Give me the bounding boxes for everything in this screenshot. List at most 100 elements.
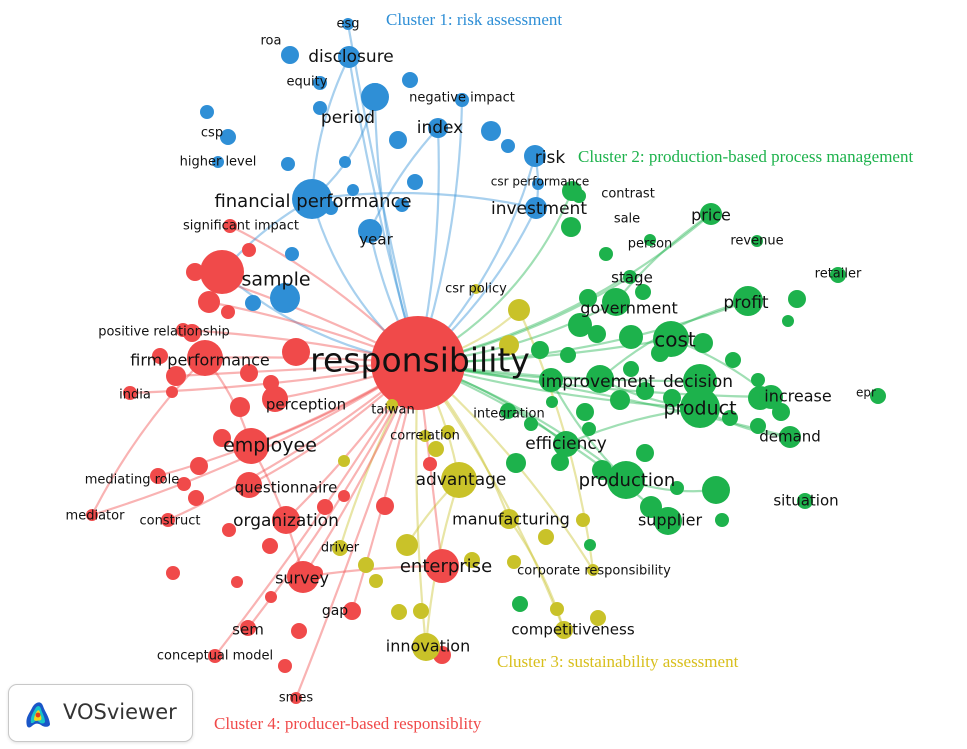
term-node-supplier	[654, 507, 682, 535]
term-node	[539, 368, 563, 392]
term-node	[407, 174, 423, 190]
term-node-employee	[233, 428, 269, 464]
term-node-profit	[733, 286, 763, 316]
term-node	[512, 596, 528, 612]
term-node	[531, 341, 549, 359]
term-node	[339, 156, 351, 168]
term-node	[338, 455, 350, 467]
term-label-sale: sale	[614, 212, 640, 227]
term-node	[347, 184, 359, 196]
term-node	[590, 610, 606, 626]
term-node-index	[428, 118, 448, 138]
term-label-production: production	[579, 470, 676, 491]
term-node-responsibility	[371, 316, 465, 410]
term-node-roa	[281, 46, 299, 64]
term-label-enterprise: enterprise	[400, 556, 492, 577]
term-node-mediator	[86, 509, 98, 521]
term-label-retailer: retailer	[815, 267, 862, 282]
term-node	[636, 382, 654, 400]
term-label-esg: esg	[336, 17, 359, 32]
term-node	[200, 105, 214, 119]
term-node	[551, 453, 569, 471]
term-node	[524, 417, 538, 431]
term-node	[576, 513, 590, 527]
term-label-competitiveness: competitiveness	[511, 621, 635, 639]
term-node-risk	[524, 145, 546, 167]
term-node	[221, 305, 235, 319]
term-node	[635, 284, 651, 300]
term-node-disclosure	[338, 46, 360, 68]
term-label-product: product	[663, 398, 736, 420]
term-node	[550, 602, 564, 616]
term-label-mediator: mediator	[66, 509, 126, 524]
term-node	[560, 347, 576, 363]
term-label-innovation: innovation	[386, 637, 470, 656]
term-label-driver: driver	[321, 541, 360, 556]
term-label-taiwan: taiwan	[371, 403, 415, 418]
term-label-improvement: improvement	[541, 372, 655, 392]
term-label-person: person	[628, 237, 673, 252]
term-node-positive-relationship	[176, 323, 190, 337]
term-node	[291, 623, 307, 639]
term-node-investment	[525, 197, 547, 219]
term-node-csp	[220, 129, 236, 145]
term-node	[582, 422, 596, 436]
network-nodes	[86, 18, 886, 704]
term-node-negative-impact	[455, 93, 469, 107]
term-label-profit: profit	[723, 293, 769, 313]
term-node-driver	[332, 540, 348, 556]
term-node-gap	[343, 602, 361, 620]
term-label-demand: demand	[759, 428, 821, 446]
term-label-supplier: supplier	[638, 511, 703, 530]
cluster-4-label: Cluster 4: producer-based responsiblity	[214, 714, 482, 733]
term-node	[722, 410, 738, 426]
term-node-government	[602, 288, 630, 316]
term-node-revenue	[751, 235, 763, 247]
term-node	[423, 457, 437, 471]
term-node-epr	[870, 388, 886, 404]
term-label-sample: sample	[241, 269, 310, 291]
term-node	[693, 333, 713, 353]
term-node	[270, 283, 300, 313]
term-label-revenue: revenue	[730, 234, 783, 249]
term-node	[715, 513, 729, 527]
term-label-index: index	[417, 118, 464, 138]
term-node-smes	[290, 692, 302, 704]
term-node-questionnaire	[236, 472, 262, 498]
term-node	[222, 523, 236, 537]
term-node	[245, 295, 261, 311]
term-node-situation	[797, 493, 813, 509]
term-node-competitiveness	[555, 621, 573, 639]
term-node-increase	[759, 385, 783, 409]
term-node	[213, 429, 231, 447]
term-node-retailer	[830, 267, 846, 283]
term-node	[750, 418, 766, 434]
term-label-year: year	[359, 231, 393, 249]
term-node	[285, 247, 299, 261]
term-node	[464, 552, 480, 568]
term-node	[186, 263, 204, 281]
term-node-survey	[287, 561, 319, 593]
term-node-price	[700, 203, 722, 225]
term-node-manufacturing	[499, 509, 519, 529]
term-node-production	[607, 461, 645, 499]
term-node	[592, 460, 612, 480]
term-node	[358, 557, 374, 573]
term-node	[313, 101, 327, 115]
term-label-csr-policy: csr policy	[445, 282, 507, 297]
term-label-conceptual-model: conceptual model	[157, 649, 273, 664]
network-labels: responsibilityesgroadisclosureequitynega…	[66, 17, 876, 706]
term-node	[391, 604, 407, 620]
term-node-sem	[240, 620, 256, 636]
term-node	[389, 131, 407, 149]
term-label-stage: stage	[611, 269, 653, 287]
term-node-higher-level	[212, 156, 224, 168]
term-node-correlation	[419, 430, 431, 442]
term-node-advantage	[441, 462, 477, 498]
term-label-financial-performance: financial performance	[214, 191, 411, 212]
term-label-period: period	[321, 108, 375, 128]
term-node	[396, 534, 418, 556]
term-node-year	[358, 219, 382, 243]
term-node-firm-performance	[187, 340, 223, 376]
term-label-positive-relationship: positive relationship	[98, 325, 230, 340]
